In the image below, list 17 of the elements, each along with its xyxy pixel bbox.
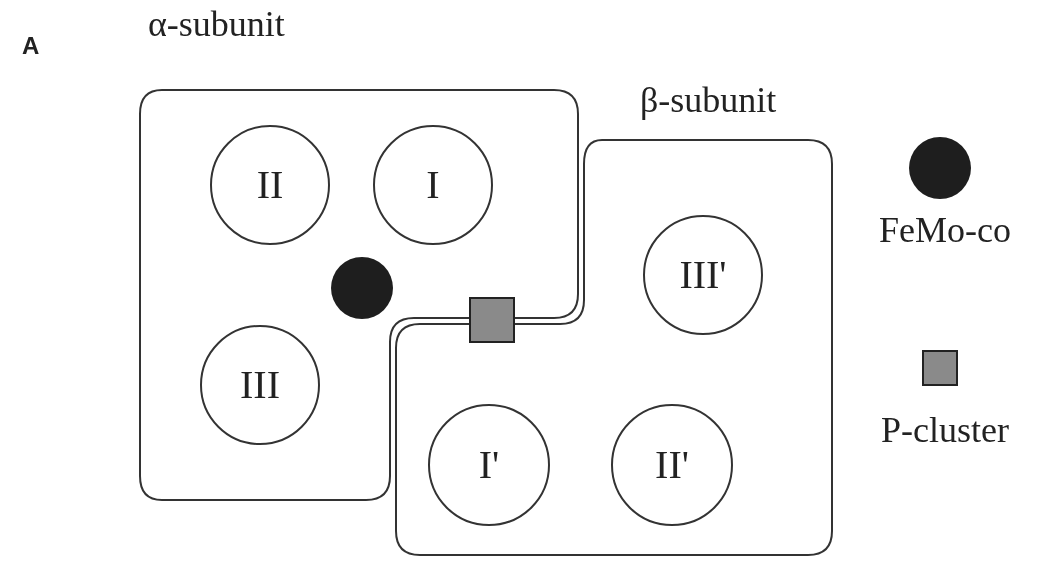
domain-circle (611, 404, 733, 526)
legend-label: P-cluster (880, 412, 1010, 448)
domain-label: III' (679, 255, 727, 295)
domain-circle (200, 325, 320, 445)
panel-letter: A (22, 34, 40, 58)
subunit-title: β-subunit (640, 82, 777, 118)
domain-circle (210, 125, 330, 245)
domain-circle (373, 125, 493, 245)
domain-label: III (240, 365, 280, 405)
legend-label: FeMo-co (878, 212, 1012, 248)
domain-circle (643, 215, 763, 335)
domain-circle (428, 404, 550, 526)
subunit-title: α-subunit (148, 6, 285, 42)
domain-label: II' (655, 445, 689, 485)
domain-label: II (256, 165, 284, 205)
domain-label: I' (478, 445, 500, 485)
domain-label: I (426, 165, 440, 205)
